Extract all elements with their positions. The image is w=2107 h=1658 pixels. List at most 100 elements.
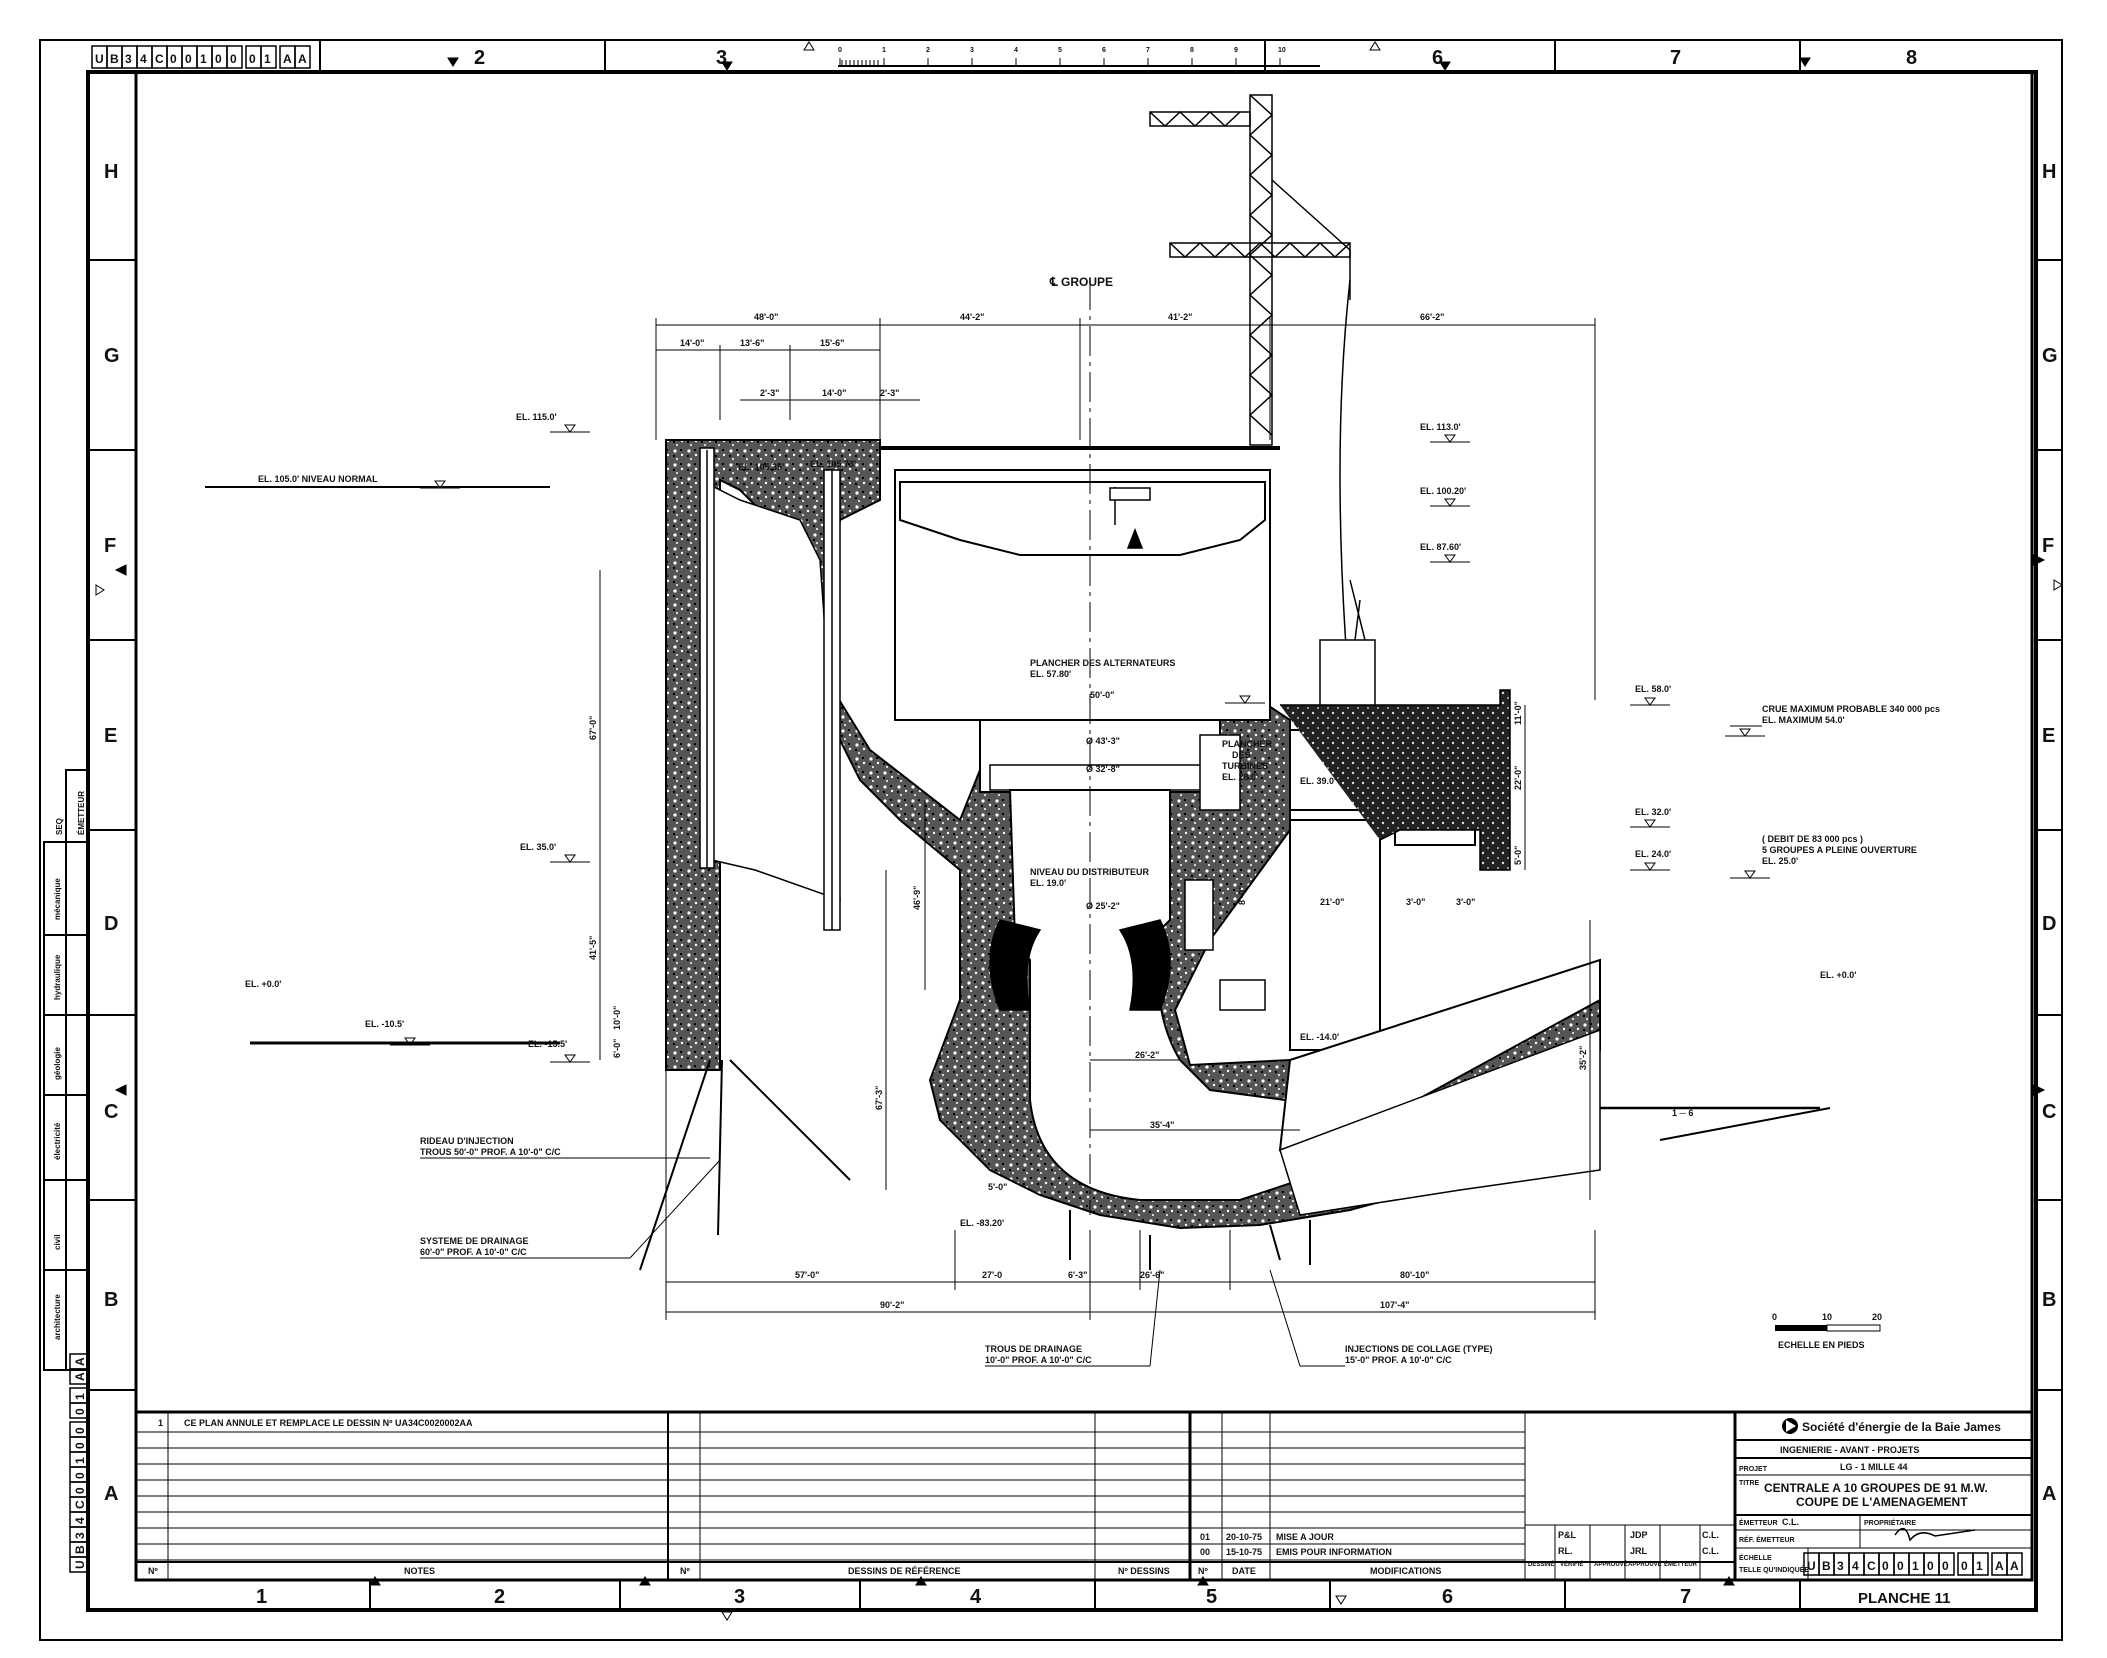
dim-inner: Ø 32'-8" (1086, 764, 1120, 774)
dim-bottom: 6'-3" (1068, 1270, 1087, 1280)
doc-number-char: C (73, 1500, 87, 1509)
elevation-left: EL. -15.5' (528, 1039, 567, 1049)
vertical-dim-labels: 67'-0"41'-5"10'-0"6'-0"67'-3"46'-9"35'-2… (588, 701, 1588, 1110)
row-label: F (2042, 535, 2054, 557)
crue-note: CRUE MAXIMUM PROBABLE 340 000 pcs (1762, 704, 1940, 714)
doc-number-cell (69, 1421, 89, 1438)
scale-digit: 5 (1058, 47, 1062, 54)
signature (1894, 1527, 1976, 1542)
dim-inner: 26'-2" (1135, 1050, 1159, 1060)
row-label: D (104, 913, 118, 935)
dim-inner: 3'-0" (1456, 897, 1475, 907)
debit-note-el: EL. 25.0' (1762, 856, 1798, 866)
elevation-right: EL. 24.0' (1635, 849, 1671, 859)
doc-number-cell (2006, 1552, 2023, 1576)
row-label: E (104, 725, 117, 747)
dim-inner: 50'-0" (1090, 690, 1114, 700)
dim-top: 13'-6" (740, 338, 764, 348)
row-label: G (2042, 345, 2058, 367)
discipline-strip (43, 769, 89, 1371)
doc-number-char: 0 (1897, 1559, 1904, 1573)
doc-number-char: B (1822, 1559, 1831, 1573)
scale-digit: 6 (1102, 47, 1106, 54)
gallery-pit (1219, 979, 1266, 1011)
doc-number-char: 3 (125, 52, 132, 66)
elevation-inner: EL. -83.20' (960, 1218, 1004, 1228)
projet-label: PROJET (1739, 1466, 1768, 1473)
hoist-cable (1354, 599, 1361, 641)
discipline-label: architecture (53, 1294, 62, 1340)
col-label-top-8: 8 (1906, 47, 1917, 69)
company-logo (1782, 1418, 1798, 1434)
dim-top: 41'-2" (1168, 312, 1192, 322)
scale-digit: 3 (970, 47, 974, 54)
row-label: E (2042, 725, 2055, 747)
sig-cell: JDP (1630, 1530, 1648, 1540)
elevation-inner: EL. -14.0' (1300, 1032, 1339, 1042)
echelle-value: TELLE QU'INDIQUÉE (1739, 1565, 1809, 1574)
col-label-bottom: 6 (1442, 1586, 1453, 1608)
echelle-label: ÉCHELLE (1739, 1553, 1772, 1562)
drainage-note: 60'-0" PROF. A 10'-0" C/C (420, 1247, 527, 1257)
slope-label: 1 ─ 6 (1672, 1108, 1693, 1118)
scale-digit: 10 (1278, 47, 1286, 54)
doc-number-char: U (1807, 1559, 1816, 1573)
elevation-left: EL. -10.5' (365, 1019, 404, 1029)
leader-lines (420, 725, 1762, 1367)
doc-number-cell (226, 45, 243, 69)
title-line-2: COUPE DE L'AMENAGEMENT (1796, 1495, 1968, 1509)
crue-note-el: EL. MAXIMUM 54.0' (1762, 715, 1845, 725)
sig-cell: C.L. (1702, 1546, 1719, 1556)
doc-number-char: A (283, 52, 292, 66)
vertical-dim: 5'-0" (1513, 846, 1523, 865)
plancher-alternateurs: PLANCHER DES ALTERNATEURS (1030, 658, 1175, 668)
plancher-turbines: EL. 28.0' (1222, 772, 1258, 782)
crane-hook (1126, 527, 1144, 549)
dim-top: 2'-3" (760, 388, 779, 398)
col-label-bottom: 5 (1206, 1586, 1217, 1608)
spiral-case-right (1118, 919, 1171, 1011)
vertical-dim: 8'-0" (1237, 886, 1247, 905)
drainage-note: SYSTEME DE DRAINAGE (420, 1236, 529, 1246)
elevation-left: EL. 115.0' (516, 412, 557, 422)
rideau-note: RIDEAU D'INJECTION (420, 1136, 514, 1146)
titre-label: TITRE (1739, 1480, 1760, 1487)
tb-col-notes: NOTES (404, 1566, 435, 1576)
transformer-gallery (1289, 819, 1381, 1051)
doc-number-char: U (95, 52, 104, 66)
dim-bottom: 27'-0 (982, 1270, 1002, 1280)
vertical-dim: 41'-5" (588, 936, 598, 960)
col-label-bottom: 3 (734, 1586, 745, 1608)
title-block-text: 1 CE PLAN ANNULE ET REMPLACE LE DESSIN N… (148, 1418, 2001, 1576)
sig-header: ÉMETTEUR (1664, 1560, 1698, 1568)
doc-number-cell (260, 45, 277, 69)
dim-inner: 3'-0" (1406, 897, 1425, 907)
doc-number-char: A (73, 1372, 87, 1381)
dim-top: 44'-2" (960, 312, 984, 322)
doc-number-char: 0 (73, 1408, 87, 1415)
company-name: Société d'énergie de la Baie James (1802, 1420, 2001, 1434)
elevation-right: EL. +0.0' (1820, 970, 1856, 980)
rev-00-no: 00 (1200, 1547, 1210, 1557)
doc-number-char: A (2010, 1559, 2019, 1573)
sig-cell: RL. (1558, 1546, 1573, 1556)
doc-number-char: C (1867, 1559, 1876, 1573)
rev-01-date: 20-10-75 (1226, 1532, 1262, 1542)
top-column-dividers (319, 40, 1801, 72)
dim-top: 2'-3" (880, 388, 899, 398)
doc-number-char: 0 (1882, 1559, 1889, 1573)
doc-number-char: 3 (1837, 1559, 1844, 1573)
doc-number-char: 1 (73, 1457, 87, 1464)
doc-number-char: 0 (1961, 1559, 1968, 1573)
row-label: A (2042, 1483, 2056, 1505)
col-label-bottom: 4 (970, 1586, 982, 1608)
injections-note: 15'-0" PROF. A 10'-0" C/C (1345, 1355, 1452, 1365)
tailrace-floor (1279, 1028, 1601, 1216)
doc-number-char: 3 (73, 1532, 87, 1539)
trous-drainage-note: 10'-0" PROF. A 10'-0" C/C (985, 1355, 1092, 1365)
tb-col-no3: Nº (1198, 1566, 1208, 1576)
doc-number-char: 4 (1852, 1559, 1859, 1573)
sig-header: DESSINÉ (1528, 1560, 1554, 1568)
